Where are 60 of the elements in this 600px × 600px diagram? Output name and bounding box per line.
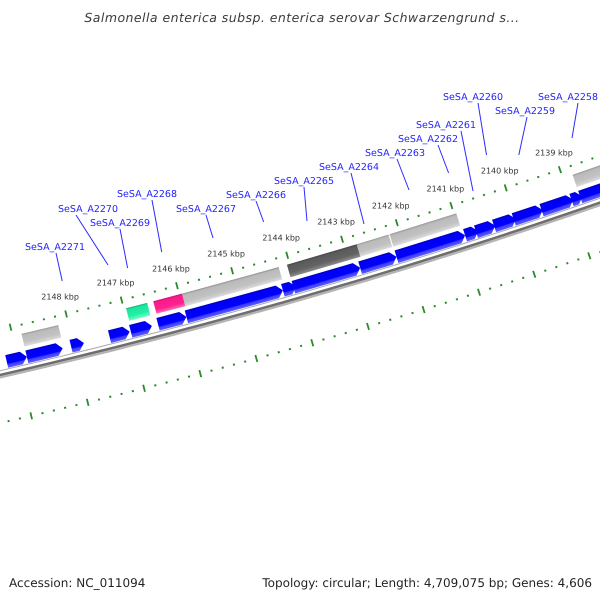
feature-block: [126, 302, 150, 321]
feature-block: [390, 213, 460, 247]
feature-block: [21, 325, 62, 347]
gene-block: [463, 226, 478, 242]
gene-block: [5, 352, 27, 368]
leader-line: [56, 252, 63, 282]
gene-label: SeSA_A2258: [538, 92, 598, 103]
leader-line: [396, 158, 410, 190]
gene-block: [156, 312, 186, 331]
leader-line: [518, 116, 528, 156]
gene-block: [358, 252, 396, 274]
leader-line: [350, 172, 364, 224]
leader-line: [206, 214, 214, 238]
gene-block: [512, 206, 543, 226]
feature-block: [153, 294, 186, 314]
scale-label: 2146 kbp: [152, 264, 190, 274]
scale-label: 2141 kbp: [426, 184, 464, 194]
scale-label: 2145 kbp: [207, 249, 245, 258]
scale-label: 2139 kbp: [535, 148, 573, 158]
leader-line: [76, 214, 108, 266]
gene-label: SeSA_A2269: [90, 218, 150, 229]
gene-block: [292, 263, 360, 294]
gene-block: [492, 214, 516, 232]
feature-block: [356, 234, 392, 257]
gene-block: [394, 230, 466, 263]
gene-label: SeSA_A2266: [226, 190, 286, 201]
leader-line: [152, 200, 162, 252]
gene-label: SeSA_A2262: [398, 134, 458, 145]
gene-label: SeSA_A2267: [176, 204, 236, 215]
scale-label: 2143 kbp: [317, 218, 355, 227]
leader-line: [478, 102, 487, 156]
gene-block: [569, 192, 582, 206]
gene-label: SeSA_A2261: [416, 120, 476, 131]
leader-line: [120, 228, 128, 268]
leader-line: [304, 186, 308, 222]
gene-label: SeSA_A2271: [25, 242, 86, 253]
gene-block: [129, 321, 152, 338]
footer-text: Accession: NC_011094: [9, 576, 146, 590]
leader-line: [460, 130, 474, 192]
leader-line: [572, 102, 578, 138]
scale-label: 2140 kbp: [480, 166, 519, 176]
gene-label: SeSA_A2270: [58, 204, 118, 215]
footer-text: Topology: circular; Length: 4,709,075 bp; Genes: 4,606: [262, 576, 592, 590]
title: Salmonella enterica subsp. enterica serovar Schwarzengrund s...: [84, 10, 520, 25]
gene-label: SeSA_A2263: [365, 148, 426, 159]
gene-label: SeSA_A2259: [495, 106, 556, 117]
gene-label: SeSA_A2264: [319, 162, 380, 173]
leader-line: [438, 144, 450, 174]
gene-label: SeSA_A2268: [117, 189, 178, 200]
gene-block: [281, 282, 296, 297]
scale-label: 2147 kbp: [96, 278, 134, 288]
scale-label: 2144 kbp: [262, 234, 300, 243]
scale-label: 2142 kbp: [372, 201, 410, 210]
gene-block: [474, 221, 496, 238]
gene-block: [70, 338, 84, 352]
scale-label: 2148 kbp: [41, 292, 79, 302]
gene-label: SeSA_A2265: [274, 176, 334, 187]
gene-block: [108, 326, 130, 343]
leader-line: [256, 200, 264, 222]
gene-label: SeSA_A2260: [443, 92, 504, 103]
